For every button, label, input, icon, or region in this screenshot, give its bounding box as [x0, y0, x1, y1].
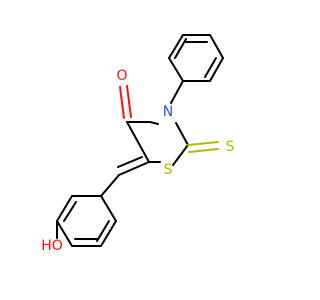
bond: [56, 195, 73, 222]
atom-label-hydroxyl: HO: [41, 238, 63, 254]
atom-label-thione-sulfur: S: [226, 139, 235, 155]
bond: [117, 156, 143, 168]
bond: [119, 86, 125, 119]
bond: [204, 57, 217, 78]
bond: [126, 121, 150, 163]
bond: [209, 57, 224, 82]
hydroxyphenyl-ring: [56, 195, 117, 247]
bond: [56, 220, 73, 247]
bond: [63, 201, 77, 222]
bond: [96, 220, 110, 242]
bond: [209, 34, 224, 59]
bond: [168, 34, 184, 59]
bond: [175, 122, 189, 146]
bond: [100, 220, 117, 247]
thiazolidine-ring: [126, 121, 189, 166]
atom-label-ring-nitrogen: N: [163, 104, 173, 120]
molecule-diagram: O N S S HO: [41, 34, 235, 254]
structure-svg: O N S S HO: [41, 34, 235, 254]
bond: [174, 38, 187, 59]
bond: [170, 80, 184, 104]
bond: [172, 144, 189, 166]
bond: [118, 161, 150, 176]
bond: [100, 195, 117, 222]
bond: [187, 141, 219, 146]
bond: [188, 148, 219, 153]
bond: [126, 85, 132, 118]
atom-label-ring-sulfur: S: [164, 162, 173, 178]
phenyl-ring: [168, 34, 224, 82]
bond: [149, 121, 159, 125]
atom-label-carbonyl-oxygen: O: [116, 68, 127, 84]
bond: [100, 174, 120, 197]
bond: [168, 57, 184, 82]
